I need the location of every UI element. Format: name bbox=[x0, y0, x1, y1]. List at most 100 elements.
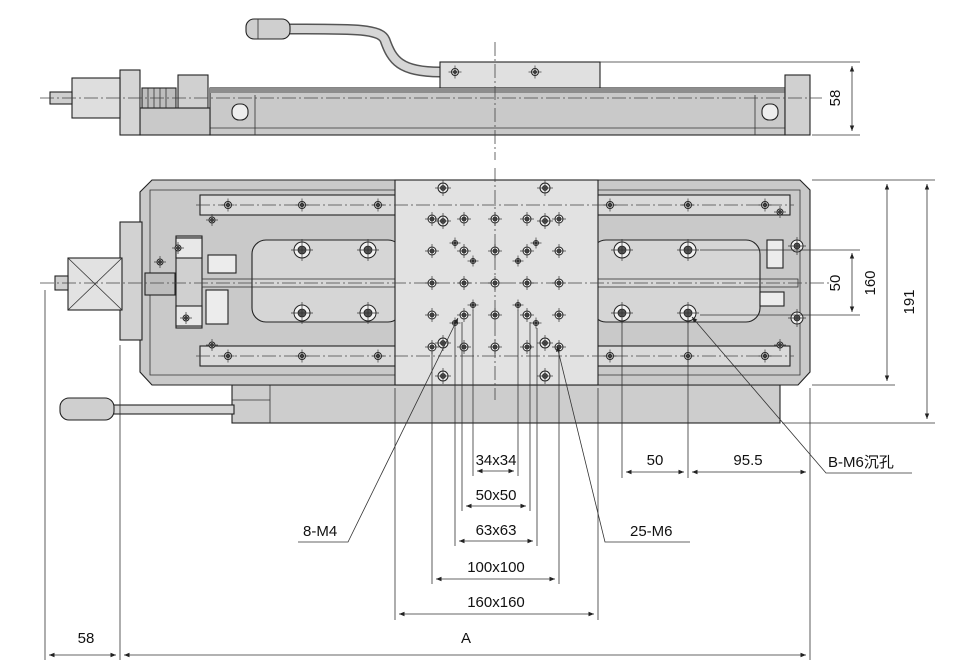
base-hole bbox=[774, 206, 786, 218]
pattern-160-dim: 160x160 bbox=[467, 594, 525, 611]
side-left-limit-mark bbox=[231, 103, 249, 121]
m4-tapped-hole bbox=[467, 255, 479, 267]
m6-tapped-hole bbox=[425, 340, 439, 354]
m6-tapped-hole bbox=[552, 308, 566, 322]
table-mounting-hole bbox=[435, 368, 451, 384]
m6-holes-callout: 25-M6 bbox=[630, 523, 673, 540]
m6-tapped-hole bbox=[488, 308, 502, 322]
m6-tapped-hole bbox=[552, 212, 566, 226]
hole-pitch-dim: 50 bbox=[647, 452, 664, 469]
drive-screw bbox=[154, 256, 166, 268]
m4-tapped-hole bbox=[449, 237, 461, 249]
sensor-top bbox=[207, 254, 237, 274]
m6-tapped-hole bbox=[488, 244, 502, 258]
counterbore-callout: B-M6沉孔 bbox=[828, 454, 894, 471]
counterbore-hole bbox=[611, 239, 633, 261]
rail-mounting-hole bbox=[681, 198, 695, 212]
limit-switch-bottom bbox=[175, 305, 203, 327]
hole-pattern bbox=[154, 65, 806, 384]
side-right-block bbox=[784, 74, 811, 136]
rail-mounting-hole bbox=[295, 349, 309, 363]
side-left-block bbox=[177, 74, 209, 109]
m6-tapped-hole bbox=[488, 212, 502, 226]
rail-mounting-hole bbox=[603, 198, 617, 212]
m6-tapped-hole bbox=[457, 276, 471, 290]
counterbore-hole bbox=[291, 302, 313, 324]
coupling bbox=[144, 272, 176, 296]
side-cable-core bbox=[287, 24, 441, 76]
rail-mounting-hole bbox=[603, 349, 617, 363]
pattern-50-dim: 50x50 bbox=[476, 487, 517, 504]
motor-flange bbox=[119, 221, 143, 341]
m6-tapped-hole bbox=[488, 340, 502, 354]
pattern-100-dim: 100x100 bbox=[467, 559, 525, 576]
counterbore-hole bbox=[357, 302, 379, 324]
m6-tapped-hole bbox=[520, 212, 534, 226]
table-mounting-hole bbox=[537, 335, 553, 351]
m6-tapped-hole bbox=[425, 308, 439, 322]
side-carriage bbox=[439, 61, 601, 89]
drive-screw bbox=[180, 312, 192, 324]
m4-tapped-hole bbox=[530, 317, 542, 329]
dimensions: 58 50 160 191 50 95.5 34x34 50x50 bbox=[44, 61, 935, 660]
m4-tapped-hole bbox=[512, 299, 524, 311]
counterbore-hole bbox=[677, 239, 699, 261]
side-motor-flange bbox=[119, 69, 141, 136]
drive-screw bbox=[172, 242, 184, 254]
rail-mounting-hole bbox=[221, 198, 235, 212]
base-hole bbox=[774, 339, 786, 351]
side-height-dim: 58 bbox=[827, 90, 844, 107]
overall-width-dim: 191 bbox=[901, 289, 918, 314]
base-hole bbox=[206, 339, 218, 351]
plan-view bbox=[40, 65, 832, 424]
end-offset-dim: 95.5 bbox=[733, 452, 762, 469]
hole-spacing-dim: 50 bbox=[827, 275, 844, 292]
m6-tapped-hole bbox=[520, 276, 534, 290]
lower-plate bbox=[231, 384, 781, 424]
m4-holes-callout: 8-M4 bbox=[303, 523, 337, 540]
sensor-bottom bbox=[205, 289, 229, 325]
m4-tapped-hole bbox=[530, 237, 542, 249]
table-mounting-hole bbox=[537, 213, 553, 229]
m6-tapped-hole bbox=[552, 276, 566, 290]
side-cable bbox=[287, 23, 441, 78]
rail-mounting-hole bbox=[371, 349, 385, 363]
stroke-length-dim: A bbox=[461, 630, 471, 647]
motor-length-dim: 58 bbox=[78, 630, 95, 647]
table-mounting-hole bbox=[435, 180, 451, 196]
end-counterbore-hole bbox=[788, 237, 806, 255]
m6-tapped-hole bbox=[457, 212, 471, 226]
table-width-dim: 160 bbox=[862, 270, 879, 295]
right-sensor-bottom bbox=[759, 291, 785, 307]
m6-tapped-hole bbox=[520, 308, 534, 322]
table-mounting-hole bbox=[435, 213, 451, 229]
side-carriage-hole bbox=[448, 65, 462, 79]
m6-tapped-hole bbox=[520, 340, 534, 354]
m6-tapped-hole bbox=[488, 276, 502, 290]
rail-mounting-hole bbox=[758, 198, 772, 212]
rail-mounting-hole bbox=[371, 198, 385, 212]
m6-tapped-hole bbox=[425, 276, 439, 290]
m6-tapped-hole bbox=[457, 308, 471, 322]
m4-tapped-hole bbox=[467, 299, 479, 311]
rail-mounting-hole bbox=[295, 198, 309, 212]
pattern-63-dim: 63x63 bbox=[476, 522, 517, 539]
rail-mounting-hole bbox=[758, 349, 772, 363]
plan-cable-connector bbox=[59, 397, 115, 421]
table-mounting-hole bbox=[537, 368, 553, 384]
m6-tapped-hole bbox=[425, 212, 439, 226]
table-mounting-hole bbox=[537, 180, 553, 196]
counterbore-hole bbox=[357, 239, 379, 261]
m6-tapped-hole bbox=[425, 244, 439, 258]
side-carriage-hole bbox=[528, 65, 542, 79]
side-left-plate bbox=[139, 107, 211, 136]
right-sensor-top bbox=[766, 239, 784, 269]
side-right-limit-mark bbox=[761, 103, 779, 121]
base-hole bbox=[206, 214, 218, 226]
counterbore-hole bbox=[291, 239, 313, 261]
m6-tapped-hole bbox=[457, 244, 471, 258]
left-slot bbox=[251, 239, 403, 323]
m4-tapped-hole bbox=[512, 255, 524, 267]
side-body-top-band bbox=[210, 88, 785, 93]
